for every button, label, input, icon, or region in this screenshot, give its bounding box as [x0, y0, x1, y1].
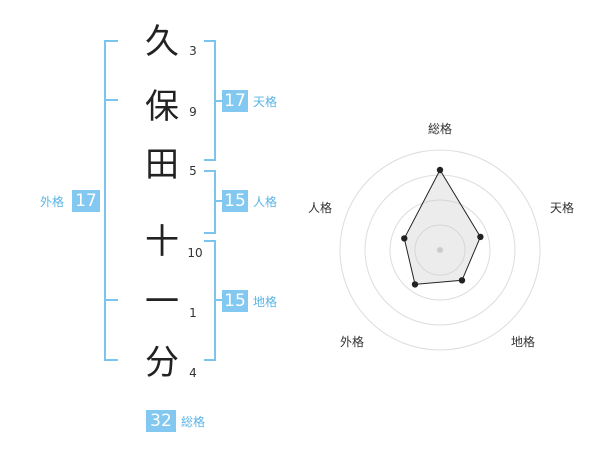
name-char-1: 久	[145, 22, 179, 62]
radar-point-2	[477, 233, 484, 241]
radar-ring-1	[414, 224, 466, 276]
soukaku-label: 総格	[181, 415, 206, 429]
radar-axis-label-tenkaku: 天格	[549, 201, 574, 215]
radar-series-polygon	[403, 168, 481, 285]
name-char-2: 保	[145, 87, 179, 127]
jinkaku-connector	[216, 200, 222, 202]
name-char-5: 一	[145, 282, 179, 322]
soukaku-badge: 32	[146, 410, 176, 432]
radar-axis-label-soukaku: 総格	[427, 122, 452, 136]
radar-point-1	[436, 166, 444, 174]
jinkaku-badge: 15	[222, 190, 248, 212]
stroke-count-4: 10	[187, 246, 203, 260]
name-char-4: 十	[145, 222, 179, 262]
tenkaku-bracket	[204, 40, 216, 161]
name-char-6: 分	[145, 343, 179, 383]
name-char-3: 田	[145, 145, 179, 185]
radar-axis-label-gaikaku: 外格	[339, 335, 364, 349]
stroke-count-3: 5	[189, 164, 197, 178]
gaikaku-bracket-bottom	[104, 299, 118, 361]
tenkaku-connector	[216, 100, 222, 102]
chikaku-connector	[216, 299, 222, 301]
gaikaku-bracket-mid	[104, 99, 118, 300]
jinkaku-bracket	[204, 170, 216, 234]
chikaku-badge: 15	[222, 290, 248, 312]
radar-ring-2	[389, 199, 491, 301]
stroke-count-1: 3	[189, 44, 197, 58]
chikaku-bracket	[204, 240, 216, 361]
radar-ring-3	[364, 174, 516, 326]
tenkaku-label: 天格	[253, 95, 278, 109]
gaikaku-label: 外格	[40, 195, 65, 209]
tenkaku-badge: 17	[222, 90, 248, 112]
radar-axis-label-jinkaku: 人格	[307, 201, 332, 215]
jinkaku-label: 人格	[253, 195, 278, 209]
radar-point-3	[458, 277, 466, 284]
chikaku-label: 地格	[253, 295, 278, 309]
stroke-count-2: 9	[189, 105, 197, 119]
stroke-count-5: 1	[189, 306, 197, 320]
gaikaku-bracket-top	[104, 40, 118, 100]
radar-point-5	[401, 235, 408, 242]
stroke-count-6: 4	[189, 366, 197, 380]
gaikaku-badge: 17	[72, 190, 100, 212]
radar-axis-label-chikaku: 地格	[510, 335, 535, 349]
radar-center-dot	[437, 247, 443, 253]
radar-point-4	[411, 281, 419, 288]
